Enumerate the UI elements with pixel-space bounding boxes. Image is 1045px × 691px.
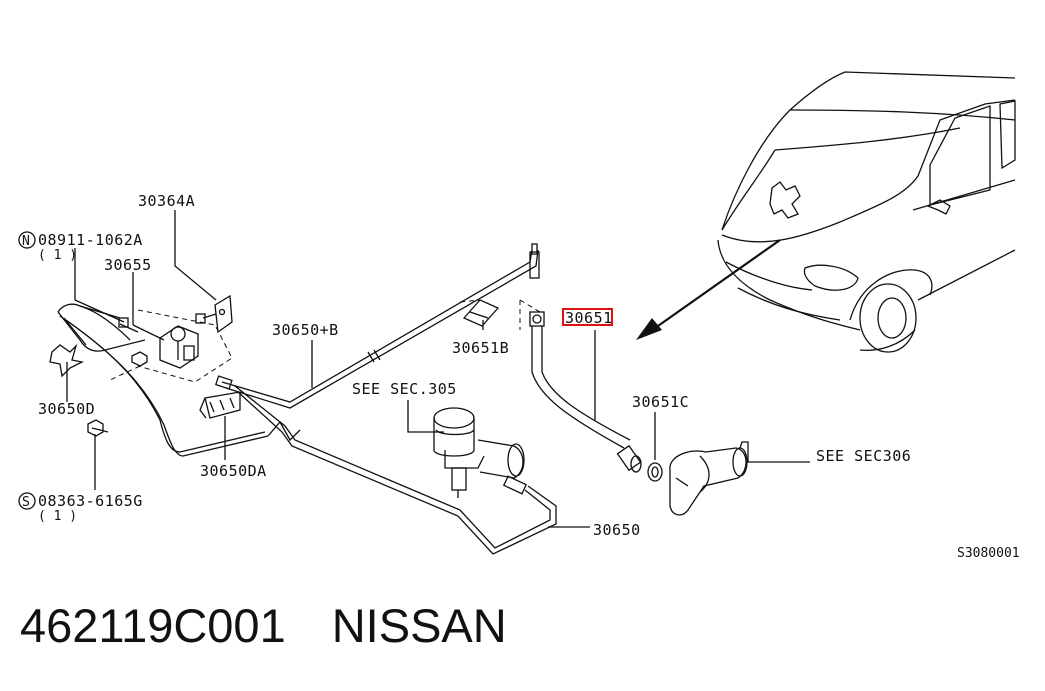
label-clip: 30655	[104, 256, 152, 274]
label-nut-code: 08911-1062A	[38, 231, 143, 249]
label-bolt-code: 08363-6165G	[38, 492, 143, 510]
label-bracket: 30364A	[138, 192, 195, 210]
part-labels: 30364A N 08911-1062A ( 1 ) 30655 30650+B…	[18, 192, 1020, 561]
bracket-assembly	[49, 294, 269, 457]
label-see-306: SEE SEC306	[816, 447, 911, 465]
brand-name: NISSAN	[331, 599, 507, 652]
label-see-305: SEE SEC.305	[352, 380, 457, 398]
highlight-box	[562, 308, 613, 326]
label-tube-b: 30650+B	[272, 321, 339, 339]
leader-lines	[66, 210, 656, 528]
symbol-n-circle	[18, 231, 36, 249]
symbol-s-circle	[18, 492, 36, 510]
label-hose: 30651	[565, 309, 613, 327]
operating-cylinder	[669, 441, 810, 516]
label-clamp-a: 30650DA	[200, 462, 267, 480]
diagram-reference-code: S3080001	[957, 546, 1020, 561]
master-cylinder	[433, 407, 525, 498]
part-number: 462119C001	[20, 599, 286, 652]
label-nut-qty: ( 1 )	[38, 248, 77, 263]
vehicle-illustration	[636, 71, 1016, 353]
label-clamp: 30650D	[38, 400, 95, 418]
caption: 462119C001 NISSAN	[20, 598, 507, 653]
label-bolt-qty: ( 1 )	[38, 509, 77, 524]
label-bolt-symbol: S	[22, 495, 30, 510]
label-nut-symbol: N	[22, 234, 30, 249]
clutch-tube	[214, 243, 557, 555]
hose-and-fittings	[459, 299, 663, 482]
label-tube: 30650	[593, 521, 641, 539]
label-bracket-b: 30651B	[452, 339, 509, 357]
label-gasket: 30651C	[632, 393, 689, 411]
